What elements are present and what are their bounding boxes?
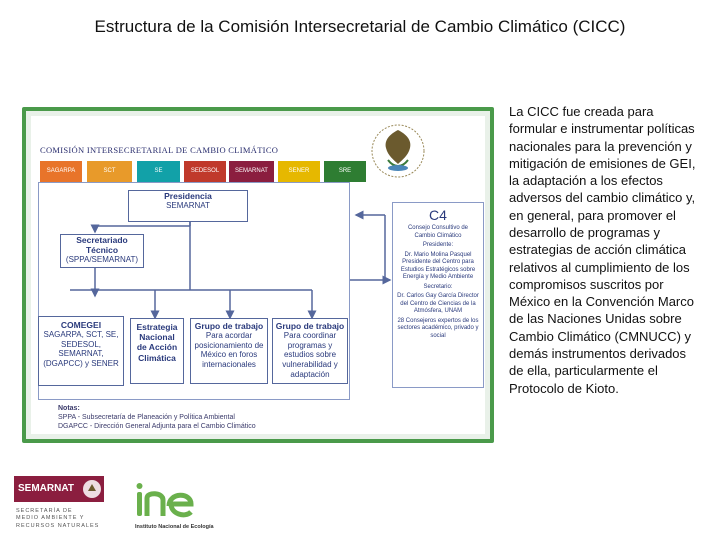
notes-label: Notas: <box>58 405 80 412</box>
c4-consejeros: 28 Consejeros expertos de los sectores a… <box>397 317 479 339</box>
secretariat-box: SEMARNAT <box>229 161 274 182</box>
c4-secretario: Dr. Carlos Gay García Director del Centr… <box>397 293 479 314</box>
ine-logo-caption: Instituto Nacional de Ecología <box>135 524 214 530</box>
secretariado-line: (SPPA/SEMARNAT) <box>65 255 139 265</box>
description-text: La CICC fue creada para formular e instr… <box>509 104 696 396</box>
c4-presidente-label: Presidente: <box>422 242 454 248</box>
notes: Notas: SPPA - Subsecretaría de Planeació… <box>58 404 256 431</box>
estrategia-box: Estrategia Nacional de Acción Climática <box>130 318 184 384</box>
presidencia-title: Presidencia <box>164 191 212 201</box>
secretariat-label: SENER <box>288 168 310 174</box>
c4-presidente: Dr. Mario Molina Pasquel Presidente del … <box>400 251 476 281</box>
presidencia-sub: SEMARNAT <box>166 201 210 211</box>
secretariat-box: SAGARPA <box>40 161 82 182</box>
semarnat-logo-bar: SEMARNAT <box>14 476 104 502</box>
semarnat-logo-label: SEMARNAT <box>18 483 74 494</box>
c4-secretario-label: Secretario: <box>423 283 453 290</box>
estrategia-title: Estrategia Nacional de Acción Climática <box>136 322 178 363</box>
secretariat-label: SCT <box>103 168 116 174</box>
semarnat-logo-line: MEDIO AMBIENTE Y <box>16 515 85 522</box>
secretariado-line: Técnico <box>85 245 119 256</box>
mexico-seal-icon <box>368 122 428 180</box>
semarnat-logo-line: RECURSOS NATURALES <box>16 522 100 529</box>
secretariat-label: SE <box>154 168 163 174</box>
comegei-title: COMEGEI <box>60 320 102 330</box>
c4-title: C4 <box>429 207 447 223</box>
secretariat-box: SENER <box>278 161 320 182</box>
secretariat-box: SE <box>137 161 180 182</box>
semarnat-logo-text: SECRETARÍA DE MEDIO AMBIENTE Y RECURSOS … <box>16 508 99 530</box>
note-line: DGAPCC - Dirección General Adjunta para … <box>58 423 256 431</box>
secretariat-label: SRE <box>338 168 352 174</box>
comegei-box: COMEGEI SAGARPA, SCT, SE, SEDESOL, SEMAR… <box>38 316 124 386</box>
c4-subtitle: Consejo Consultivo de Cambio Climático <box>407 225 469 239</box>
slide-title: Estructura de la Comisión Intersecretari… <box>94 17 626 36</box>
comegei-body: SAGARPA, SCT, SE, SEDESOL, SEMARNAT, (DG… <box>43 330 119 368</box>
org-chart-title: COMISIÓN INTERSECRETARIAL DE CAMBIO CLIM… <box>40 145 279 155</box>
semarnat-logo-line: SECRETARÍA DE <box>16 508 73 514</box>
eagle-icon <box>83 480 101 498</box>
semarnat-logo: SEMARNAT SECRETARÍA DE MEDIO AMBIENTE Y … <box>14 476 104 538</box>
secretariado-box: Secretariado Técnico (SPPA/SEMARNAT) <box>60 234 144 268</box>
note-line: SPPA - Subsecretaría de Planeación y Pol… <box>58 414 235 422</box>
secretariat-box: SRE <box>324 161 366 182</box>
grupo-body: Para coordinar programas y estudios sobr… <box>282 331 338 379</box>
secretariat-label: SEMARNAT <box>235 168 268 174</box>
secretariado-line: Secretariado <box>76 235 128 245</box>
cicc-frame <box>38 182 350 400</box>
grupo-title: Grupo de trabajo <box>275 321 345 331</box>
c4-box: C4 Consejo Consultivo de Cambio Climátic… <box>392 202 484 388</box>
secretariat-label: SEDESOL <box>190 168 220 174</box>
ine-logo: Instituto Nacional de Ecología <box>133 478 223 536</box>
grupo-body: Para acordar posicionamiento de México e… <box>194 331 264 369</box>
secretariat-label: SAGARPA <box>46 168 76 174</box>
ine-logo-mark <box>136 483 194 518</box>
secretariat-box: SEDESOL <box>184 161 226 182</box>
secretariat-box: SCT <box>87 161 132 182</box>
grupo-title: Grupo de trabajo <box>194 321 264 331</box>
presidencia-box: Presidencia SEMARNAT <box>128 190 248 222</box>
grupo-trabajo-adaptacion-box: Grupo de trabajo Para coordinar programa… <box>272 318 348 384</box>
grupo-trabajo-internacional-box: Grupo de trabajo Para acordar posicionam… <box>190 318 268 384</box>
